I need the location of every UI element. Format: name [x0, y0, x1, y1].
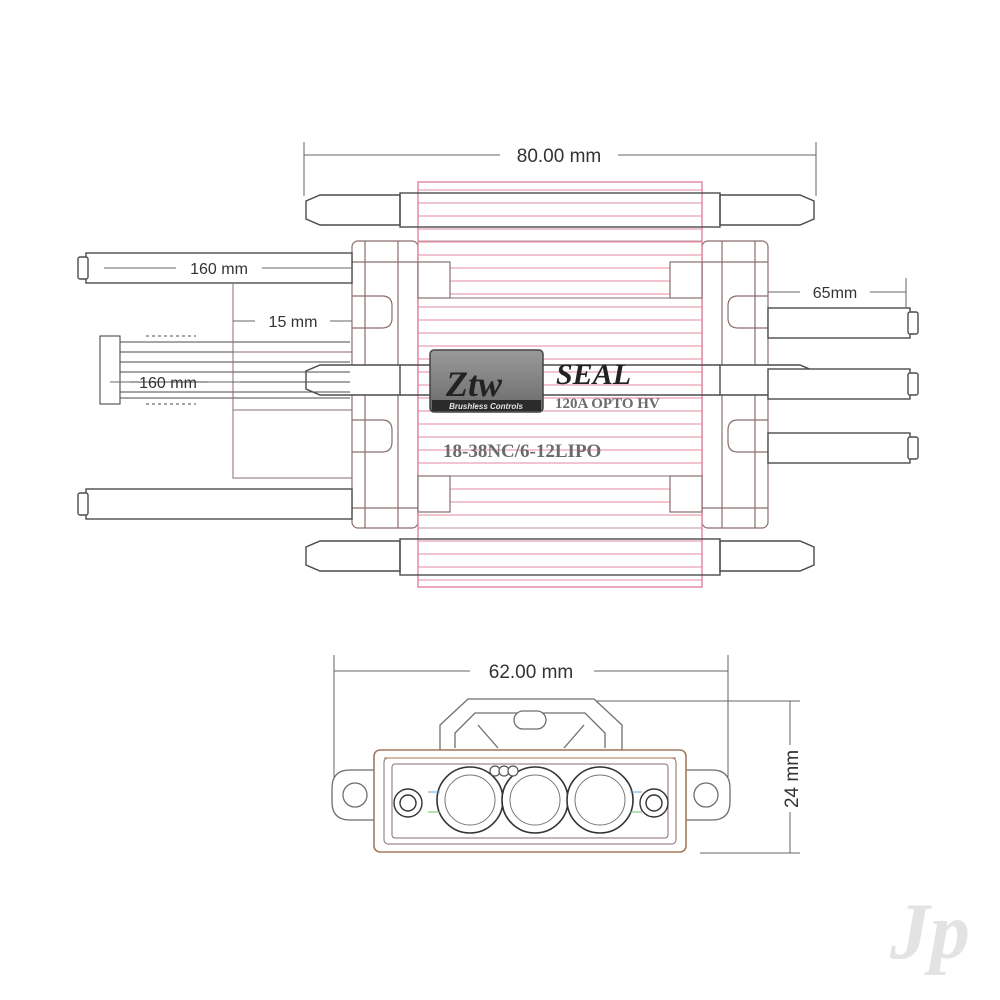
end-view-small-leads — [489, 765, 519, 777]
dim-top-width: 80.00 mm — [517, 146, 601, 167]
end-view-case — [373, 749, 687, 853]
end-view-screw-bosses — [393, 788, 669, 818]
model-text: 120A OPTO HV — [555, 396, 660, 412]
watermark-logo: Jp — [889, 888, 970, 976]
brand-logo-text: Ztw — [445, 364, 503, 404]
end-view-flanges — [331, 769, 731, 821]
heatsink — [417, 181, 703, 588]
dim-right-wire: 65mm — [813, 285, 857, 302]
brand-label: Ztw Brushless Controls SEAL 120A OPTO HV… — [429, 349, 660, 462]
dim-left-wire-middle: 160 mm — [139, 375, 197, 392]
series-logo: SEAL — [556, 358, 631, 391]
brand-subtitle: Brushless Controls — [449, 402, 523, 411]
end-view: 62.00 mm 24 mm — [331, 655, 803, 854]
top-view: Ztw Brushless Controls SEAL 120A OPTO HV… — [77, 142, 919, 588]
brand-logo-badge — [429, 349, 544, 413]
dim-bottom-width: 62.00 mm — [489, 662, 573, 683]
dim-bottom-height: 24 mm — [782, 750, 803, 808]
top-right-tube — [719, 194, 815, 226]
top-left-tube — [305, 194, 401, 226]
bottom-right-tube — [719, 540, 815, 572]
dim-connector-length: 15 mm — [269, 314, 318, 331]
middle-left-tube — [305, 364, 401, 396]
receiver-guide-lines — [232, 284, 352, 479]
cell-count-text: 18-38NC/6-12LIPO — [443, 441, 601, 462]
right-motor-wires — [767, 307, 919, 464]
end-view-heatsink — [439, 698, 623, 751]
end-view-capacitors — [436, 766, 634, 834]
dim-left-wire-top: 160 mm — [190, 261, 248, 278]
top-dimensions — [104, 142, 907, 383]
bottom-left-tube — [305, 540, 401, 572]
receiver-lead — [99, 335, 350, 405]
